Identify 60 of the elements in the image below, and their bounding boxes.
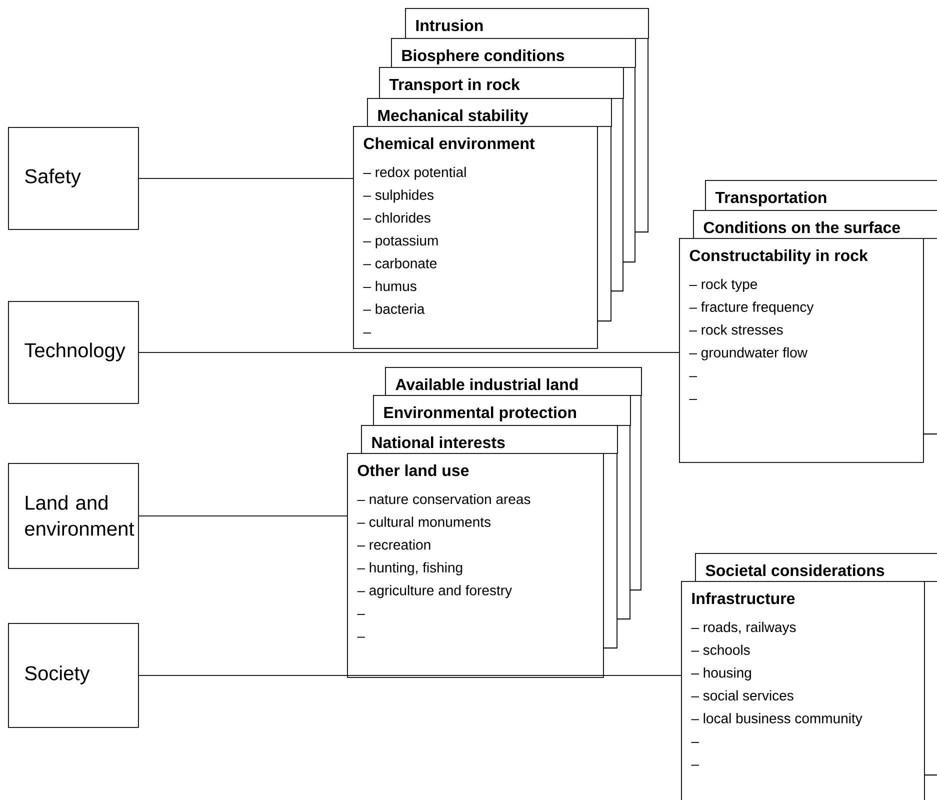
card (695, 553, 937, 582)
card-heading: Constructability in rock (690, 249, 868, 264)
list-item: – recreation (357, 539, 430, 550)
label-box: Land and environment (8, 463, 139, 569)
card-heading: Environmental protection (384, 406, 576, 422)
list-item: – rock stresses (689, 324, 783, 335)
card (385, 367, 642, 396)
list-item: – social services (691, 690, 794, 701)
card-heading: Intrusion (416, 19, 483, 32)
card-heading: Infrastructure (692, 592, 795, 604)
label-box: Society (8, 623, 139, 728)
list-item: – potassium (363, 235, 438, 248)
list-item: – fracture frequency (689, 302, 814, 315)
card (705, 180, 937, 211)
card-heading: Mechanical stability (378, 109, 528, 124)
card-heading: National interests (372, 436, 505, 448)
list-item: – housing (691, 667, 751, 680)
card (405, 8, 649, 39)
list-item: – roads, railways (691, 622, 796, 635)
list-item: – (689, 398, 697, 400)
card-heading: Societal considerations (706, 564, 884, 576)
card (693, 210, 937, 239)
list-item: – bacteria (363, 304, 425, 314)
list-item: – cultural monuments (357, 516, 490, 527)
list-item: – carbonate (363, 258, 436, 268)
card-heading: Biosphere conditions (402, 49, 564, 64)
list-item: – humus (363, 280, 416, 292)
list-item: – sulphides (363, 190, 434, 203)
card (681, 581, 925, 800)
card-heading: Transport in rock (389, 78, 520, 94)
connector-line (138, 178, 354, 179)
connector-line (138, 675, 682, 676)
card-heading: Other land use (358, 464, 469, 476)
list-item: – schools (691, 644, 750, 655)
list-item: – (689, 376, 697, 378)
list-item: – (363, 332, 371, 334)
label-box: Safety (8, 127, 139, 230)
list-item: – hunting, fishing (357, 562, 462, 576)
list-item: – (691, 764, 699, 766)
list-item: – groundwater flow (689, 347, 808, 360)
card-heading: Available industrial land (396, 378, 578, 390)
list-item: – (691, 742, 699, 743)
card (361, 425, 618, 454)
card (391, 38, 636, 68)
card-heading: Conditions on the surface (704, 221, 900, 234)
list-item: – chlorides (363, 212, 430, 223)
list-item: – nature conservation areas (357, 494, 530, 504)
list-item: – agriculture and forestry (357, 585, 512, 598)
connector-line (138, 352, 680, 353)
list-item: – (357, 614, 365, 615)
list-item: – rock type (689, 278, 758, 292)
label-box: Technology (8, 301, 139, 404)
list-item: – local business community (691, 713, 862, 726)
card (373, 395, 631, 426)
list-item: – (357, 636, 365, 638)
card-heading: Chemical environment (364, 137, 535, 150)
card-heading: Transportation (715, 191, 826, 206)
card (367, 98, 612, 127)
card (379, 67, 624, 99)
list-item: – redox potential (363, 166, 466, 180)
